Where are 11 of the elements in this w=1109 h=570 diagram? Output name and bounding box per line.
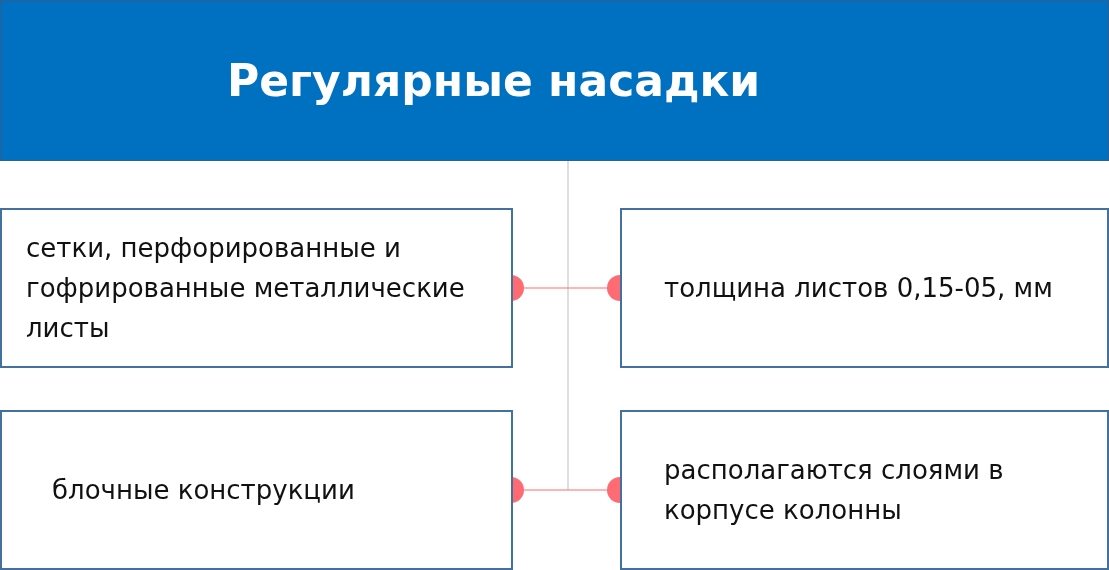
text-box (620, 208, 1109, 368)
text-box (620, 410, 1109, 570)
node-text: блочные конструкции (52, 474, 355, 507)
title-text: Регулярные насадки (227, 55, 761, 106)
text-box (0, 208, 513, 368)
title-box (0, 0, 1109, 161)
node-text: толщина листов 0,15-05, мм (664, 272, 1053, 305)
node-text: располагаются слоями в корпусе колонны (664, 454, 1005, 527)
node-text: сетки, перфорированные и гофрированные металлические листы (26, 232, 466, 345)
connector-line (567, 160, 569, 491)
text-box (0, 410, 513, 570)
